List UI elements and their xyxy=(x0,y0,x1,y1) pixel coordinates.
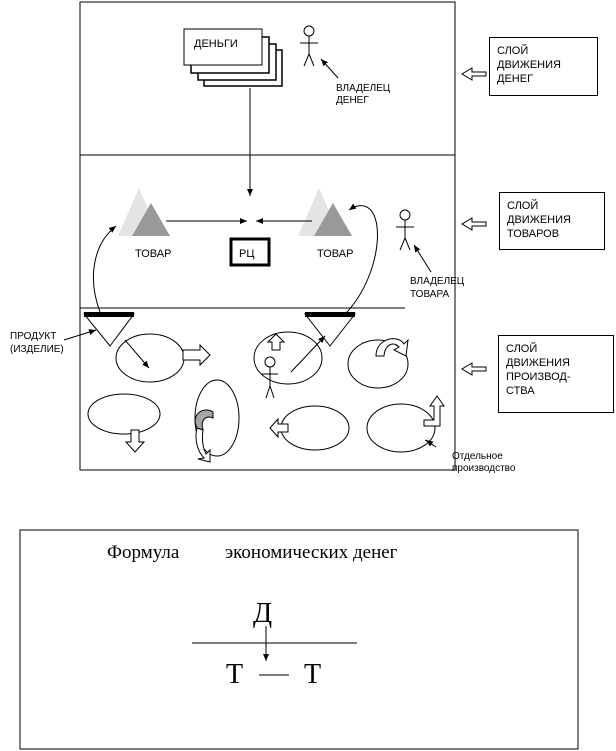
product-label-pointer xyxy=(63,329,97,341)
product-funnel-right-icon xyxy=(303,312,357,347)
goods-layer-line1: СЛОЙ xyxy=(507,200,539,212)
goods-layer-pointer-arrow-icon xyxy=(461,217,487,231)
separate-production-label-1: Отдельное xyxy=(452,451,503,462)
product-label-2: (ИЗДЕЛИЕ) xyxy=(10,344,64,355)
money-layer-box: СЛОЙ ДВИЖЕНИЯ ДЕНЕГ xyxy=(489,37,598,96)
goods-layer-line2: ДВИЖЕНИЯ xyxy=(507,214,571,226)
layers-frame xyxy=(79,1,456,471)
production-layer-line3: ПРОИЗВОД- xyxy=(506,371,571,383)
production-person-icon xyxy=(262,356,278,399)
separate-production-label-2: производство xyxy=(452,463,516,474)
production-layer-line1: СЛОЙ xyxy=(506,343,538,355)
production-layer-line2: ДВИЖЕНИЯ xyxy=(506,357,570,369)
block-arrow-right-icon xyxy=(182,343,211,367)
goods-right-pyramid-icon xyxy=(298,188,352,236)
production-unit-3 xyxy=(347,339,409,389)
block-arrow-down-icon xyxy=(124,429,146,453)
goods-owner-pointer xyxy=(413,244,432,273)
product-label-1: ПРОДУКТ xyxy=(10,331,56,342)
product-funnel-left-icon xyxy=(82,312,135,347)
curl-arrow-gray-tail-icon xyxy=(195,427,211,463)
production-layer-line4: СТВА xyxy=(506,385,535,397)
production-unit-7 xyxy=(366,403,436,453)
goods-layer-box: СЛОЙ ДВИЖЕНИЯ ТОВАРОВ xyxy=(499,192,605,250)
separate-production-pointer-head xyxy=(425,439,434,447)
money-owner-label-2: ДЕНЕГ xyxy=(336,95,369,106)
goods-owner-label-2: ТОВАРА xyxy=(410,289,449,300)
goods-left-pyramid-icon xyxy=(118,188,170,236)
center-label: РЦ xyxy=(239,248,254,260)
center-box xyxy=(229,237,271,267)
formula-left-symbol: Т xyxy=(226,659,243,690)
production-unit-4 xyxy=(87,393,161,435)
formula-top-symbol: Д xyxy=(253,598,272,629)
goods-owner-label-1: ВЛАДЕЛЕЦ xyxy=(410,276,465,287)
money-layer-pointer-arrow-icon xyxy=(461,67,487,81)
funnel-left-to-unit-arrow xyxy=(124,339,150,369)
money-layer-line3: ДЕНЕГ xyxy=(497,73,534,85)
money-layer-line1: СЛОЙ xyxy=(497,45,529,57)
goods-layer-line3: ТОВАРОВ xyxy=(507,228,560,240)
block-arrow-up-icon xyxy=(266,333,286,351)
money-owner-label-1: ВЛАДЕЛЕЦ xyxy=(336,83,391,94)
formula-title-part1: Формула xyxy=(107,542,180,563)
money-owner-person-icon xyxy=(300,25,318,67)
formula-right-symbol: Т xyxy=(304,659,321,690)
goods-left-label: ТОВАР xyxy=(135,248,171,260)
money-layer-line2: ДВИЖЕНИЯ xyxy=(497,59,561,71)
formula-frame xyxy=(19,529,579,750)
goods-right-label: ТОВАР xyxy=(317,248,353,260)
block-arrow-left-icon xyxy=(269,417,289,439)
formula-title-part2: экономических денег xyxy=(225,542,398,563)
product-to-goods-curve xyxy=(92,225,117,313)
production-layer-pointer-arrow-icon xyxy=(461,362,487,376)
money-stack-label: ДЕНЬГИ xyxy=(194,38,238,50)
money-stack: ДЕНЬГИ xyxy=(183,28,283,87)
production-unit-6 xyxy=(280,405,350,451)
unit-to-funnel-right-arrow xyxy=(290,335,326,373)
block-arrow-elbow-up-icon xyxy=(423,395,445,427)
curl-arrow-white-icon xyxy=(375,338,409,357)
production-unit-2 xyxy=(253,331,323,385)
curl-arrow-gray-icon xyxy=(194,409,214,431)
money-owner-pointer xyxy=(320,58,339,79)
production-to-goods-curve xyxy=(327,203,378,329)
production-layer-box: СЛОЙ ДВИЖЕНИЯ ПРОИЗВОД- СТВА xyxy=(498,335,614,413)
goods-owner-person-icon xyxy=(396,209,414,251)
